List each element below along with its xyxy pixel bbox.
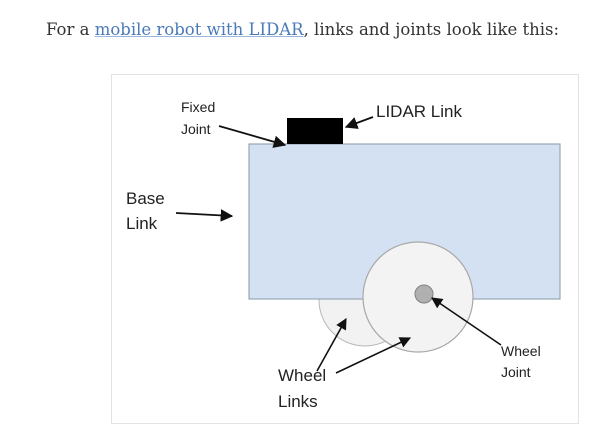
wheel-joint-arrow	[431, 297, 502, 346]
intro-text-after: , links and joints look like this:	[303, 20, 560, 39]
base-link-label-line2: Link	[126, 214, 158, 233]
base-link-arrow	[175, 209, 234, 222]
diagram-svg: Fixed Joint LIDAR Link Base Link Wheel L…	[126, 99, 561, 411]
fixed-joint-arrow	[218, 125, 287, 148]
fixed-joint-label-line2: Joint	[181, 121, 211, 137]
robot-links-joints-diagram: Fixed Joint LIDAR Link Base Link Wheel L…	[111, 74, 579, 424]
wheel-links-arrow-back	[316, 318, 347, 372]
intro-text-before: For a	[46, 20, 95, 39]
mobile-robot-link[interactable]: mobile robot with LIDAR	[94, 20, 304, 39]
wheel-links-arrow-front	[335, 337, 412, 374]
wheel-links-label-line2: Links	[278, 392, 318, 411]
lidar-link-block	[287, 118, 343, 144]
fixed-joint-label-line1: Fixed	[181, 99, 215, 115]
wheel-links-label-line1: Wheel	[278, 366, 326, 385]
wheel-joint-label-line1: Wheel	[501, 343, 541, 359]
wheel-hub	[414, 284, 434, 304]
intro-paragraph: For a mobile robot with LIDAR, links and…	[46, 18, 559, 42]
lidar-link-label: LIDAR Link	[376, 102, 462, 121]
lidar-link-arrow	[344, 116, 374, 129]
base-link-label-line1: Base	[126, 189, 165, 208]
wheel-joint-label-line2: Joint	[501, 364, 531, 380]
